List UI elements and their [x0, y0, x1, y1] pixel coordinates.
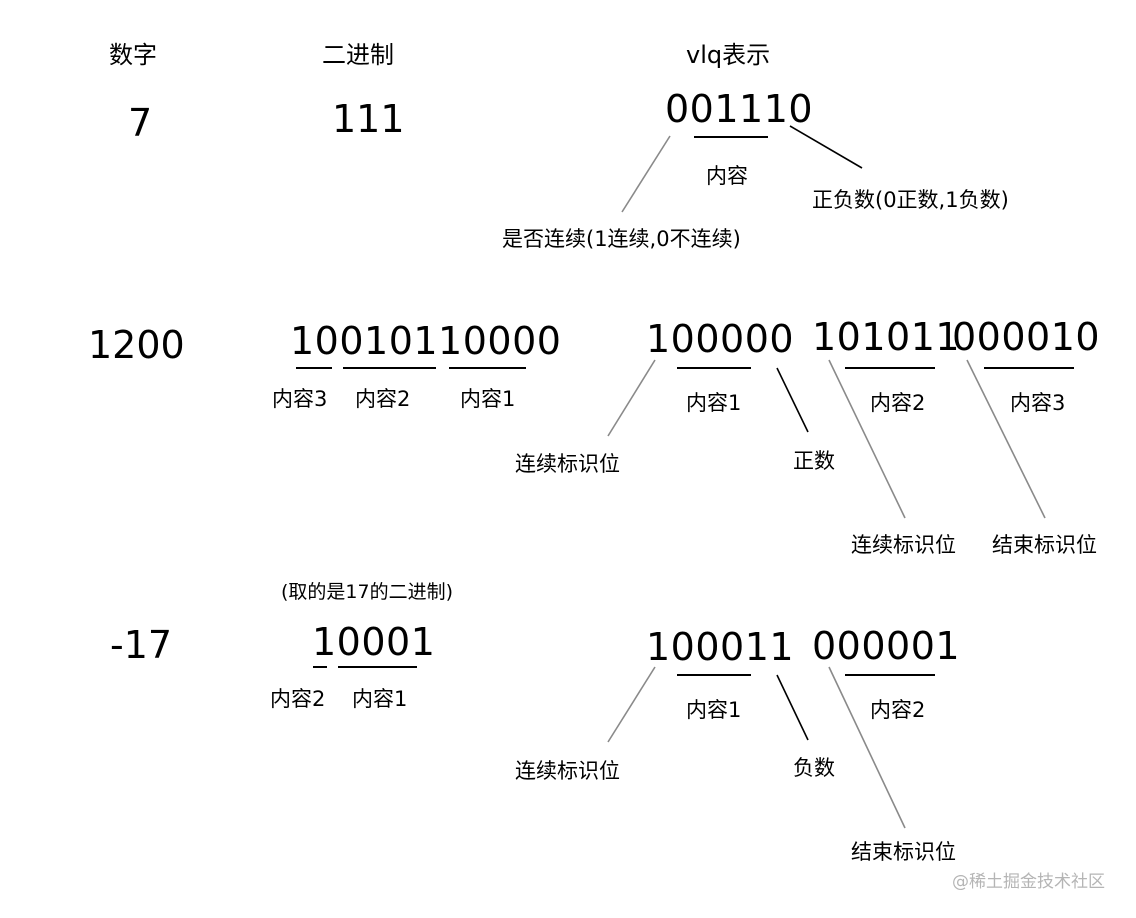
- connector-end-row3: [828, 666, 906, 829]
- connector-cont2-row2: [828, 359, 906, 519]
- row3-number: -17: [110, 623, 173, 667]
- row2-vlq-2: 101011: [812, 315, 961, 359]
- connector-cont-row3: [607, 666, 656, 743]
- row3-binary: 10001: [312, 620, 436, 664]
- row2-vlq1-underline: [677, 367, 751, 369]
- row2-bin-underline-1: [449, 367, 526, 369]
- row2-vlq-1: 100000: [646, 317, 795, 361]
- row3-bin-label-1: 内容1: [352, 687, 408, 711]
- row2-bin-label-1: 内容1: [460, 387, 516, 411]
- row2-label-positive: 正数: [793, 449, 835, 473]
- connector-cont-row1: [621, 135, 671, 213]
- row1-content-underline: [694, 136, 768, 138]
- row3-vlq-label-1: 内容1: [686, 698, 742, 722]
- connector-positive-row2: [776, 367, 809, 433]
- row1-label-cont: 是否连续(1连续,0不连续): [502, 227, 741, 251]
- row1-vlq: 001110: [665, 87, 814, 131]
- connector-cont-row2: [607, 359, 656, 437]
- row2-vlq-label-1: 内容1: [686, 391, 742, 415]
- row2-vlq2-underline: [845, 367, 935, 369]
- row3-label-end-flag: 结束标识位: [851, 840, 956, 864]
- row3-bin-underline-2: [313, 666, 327, 668]
- header-number: 数字: [109, 41, 157, 69]
- row3-note: (取的是17的二进制): [281, 581, 454, 603]
- row2-vlq-label-2: 内容2: [870, 391, 926, 415]
- row2-bin-label-3: 内容3: [272, 387, 328, 411]
- row2-vlq3-underline: [984, 367, 1074, 369]
- row2-vlq-label-3: 内容3: [1010, 391, 1066, 415]
- row1-binary: 111: [332, 97, 405, 141]
- row1-label-sign: 正负数(0正数,1负数): [812, 188, 1009, 212]
- row3-vlq2-underline: [845, 674, 935, 676]
- row2-label-cont-flag-2: 连续标识位: [851, 533, 956, 557]
- row2-vlq-3: 000010: [952, 315, 1101, 359]
- row2-label-end-flag: 结束标识位: [992, 533, 1097, 557]
- row3-bin-underline-1: [338, 666, 417, 668]
- header-vlq: vlq表示: [686, 41, 771, 69]
- row3-vlq1-underline: [677, 674, 751, 676]
- row3-vlq-label-2: 内容2: [870, 698, 926, 722]
- row2-bin-label-2: 内容2: [355, 387, 411, 411]
- row1-label-content: 内容: [706, 164, 748, 188]
- connector-negative-row3: [776, 674, 809, 741]
- header-binary: 二进制: [322, 41, 394, 69]
- row3-label-negative: 负数: [793, 756, 835, 780]
- row2-bin-underline-2: [343, 367, 436, 369]
- row3-label-cont-flag: 连续标识位: [515, 759, 620, 783]
- row2-bin-underline-3: [296, 367, 332, 369]
- row1-number: 7: [128, 101, 153, 145]
- row3-bin-label-2: 内容2: [270, 687, 326, 711]
- connector-end-row2: [966, 359, 1046, 519]
- row3-vlq-1: 100011: [646, 625, 795, 669]
- row3-vlq-2: 000001: [812, 624, 961, 668]
- watermark: @稀土掘金技术社区: [952, 872, 1105, 892]
- row2-number: 1200: [88, 323, 185, 367]
- row2-label-cont-flag: 连续标识位: [515, 452, 620, 476]
- connector-sign-row1: [789, 125, 863, 169]
- row2-binary: 10010110000: [290, 319, 562, 363]
